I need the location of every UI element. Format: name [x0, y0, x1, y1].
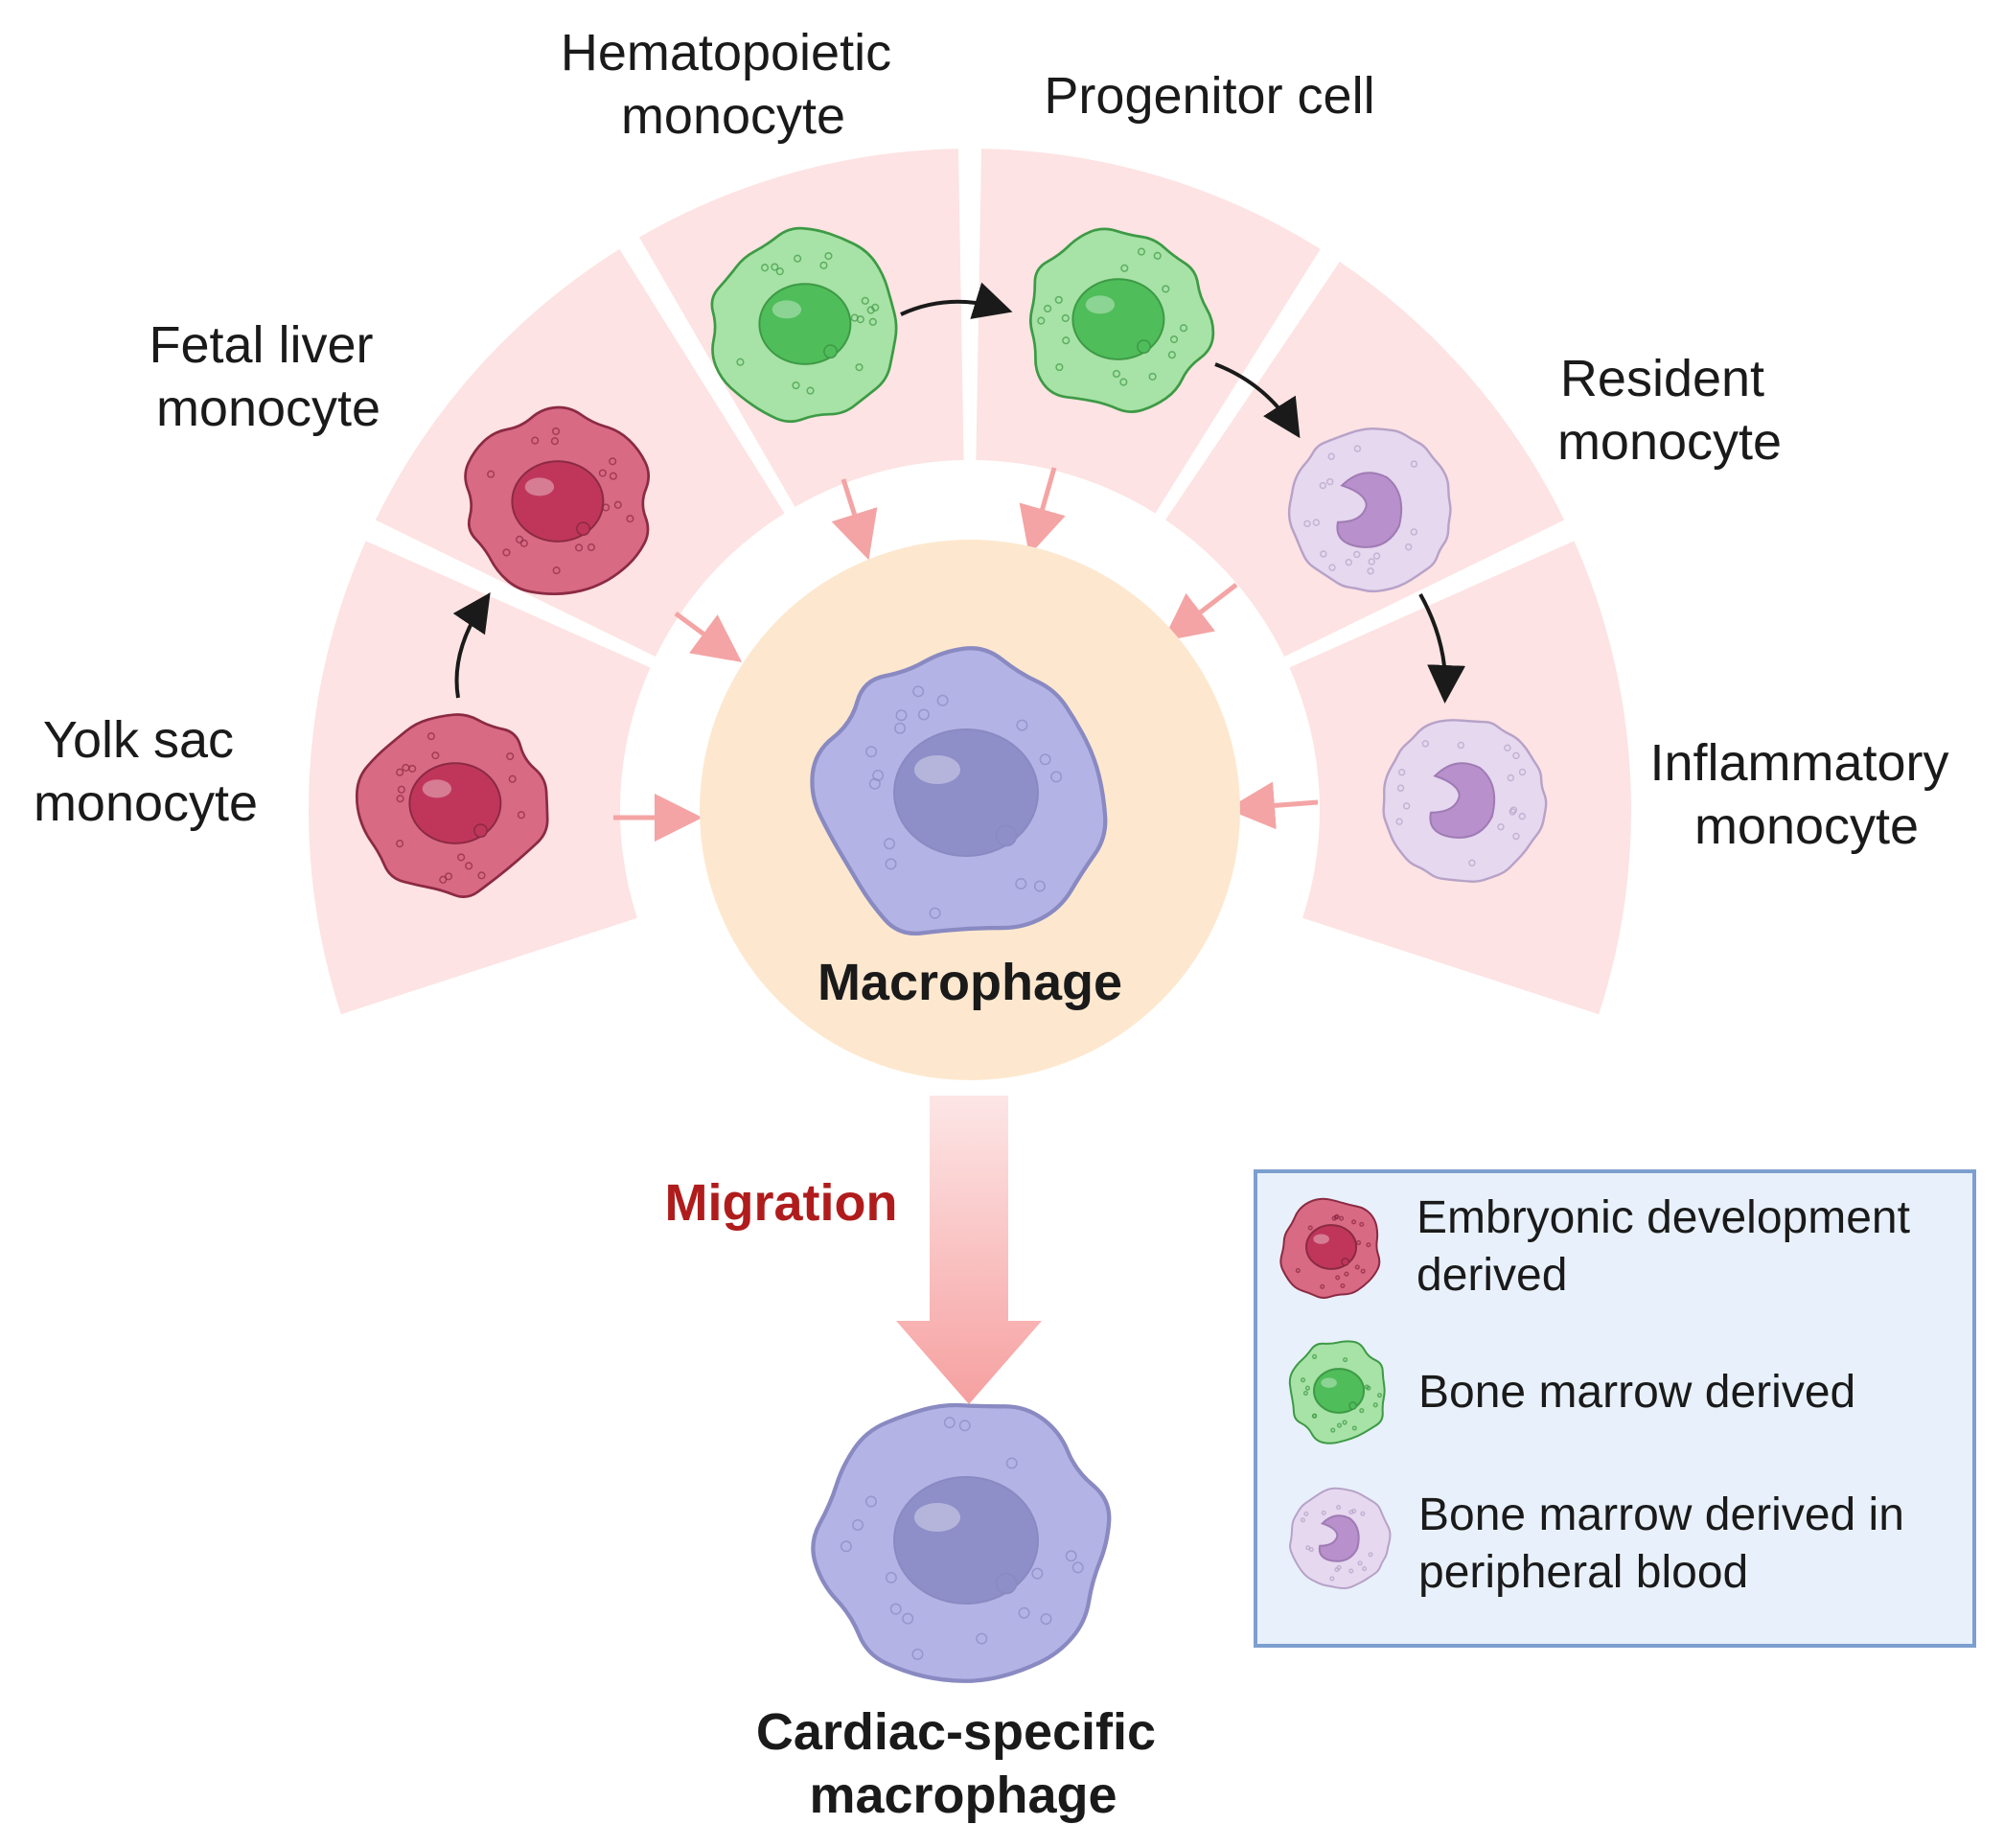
labels: Yolk sac monocyte Fetal liver monocyte H…: [34, 24, 1963, 1824]
label-migration: Migration: [665, 1174, 898, 1232]
peripheral-blood-cell-icon: [1289, 1487, 1392, 1589]
label-yolk-sac-line2: monocyte: [34, 774, 258, 832]
arrow-progenitor-to-resident: [1214, 362, 1301, 439]
label-fetal-liver-line1: Fetal liver: [149, 316, 373, 374]
label-inflammatory-line2: monocyte: [1694, 797, 1919, 855]
progenitor-cell: [1028, 227, 1215, 413]
label-fetal-liver: Fetal liver monocyte: [149, 316, 387, 437]
macrophage-cell: [810, 646, 1108, 936]
arrow-resident-to-inflammatory: [1418, 593, 1466, 704]
legend-label-bone-marrow: Bone marrow derived: [1418, 1367, 1855, 1418]
cells: [355, 226, 1548, 1683]
legend-label-peripheral-line2: peripheral blood: [1418, 1547, 1748, 1598]
legend-label-peripheral: Bone marrow derived in peripheral blood: [1418, 1490, 1917, 1598]
label-resident-line2: monocyte: [1557, 413, 1782, 471]
yolk-sac-cell: [355, 713, 549, 898]
fetal-liver-cell: [464, 405, 651, 595]
legend-label-peripheral-line1: Bone marrow derived in: [1418, 1490, 1904, 1540]
label-yolk-sac: Yolk sac monocyte: [34, 711, 258, 832]
resident-cell: [1287, 427, 1452, 593]
label-macrophage: Macrophage: [818, 954, 1122, 1011]
label-inflammatory-line1: Inflammatory: [1649, 734, 1948, 792]
label-inflammatory: Inflammatory monocyte: [1649, 734, 1963, 855]
legend-icons: [1279, 1197, 1392, 1589]
arrow-progenitor-to-macrophage: [1019, 467, 1066, 556]
sequence-arrows: [452, 282, 1466, 704]
label-cardiac-line2: macrophage: [809, 1767, 1117, 1824]
arrow-hematopoietic-to-macrophage: [831, 478, 878, 561]
arrow-resident-to-macrophage: [1163, 583, 1238, 642]
label-hematopoietic: Hematopoietic monocyte: [561, 24, 906, 145]
label-hematopoietic-line2: monocyte: [621, 87, 845, 145]
label-cardiac-line1: Cardiac-specific: [756, 1703, 1156, 1761]
label-resident: Resident monocyte: [1557, 350, 1782, 471]
label-cardiac: Cardiac-specific macrophage: [756, 1703, 1170, 1824]
legend-label-embryonic-line2: derived: [1417, 1250, 1567, 1301]
bone-marrow-cell-icon: [1288, 1340, 1386, 1444]
label-progenitor: Progenitor cell: [1044, 67, 1374, 125]
legend-label-embryonic-line1: Embryonic development: [1417, 1192, 1910, 1243]
input-arrows: [613, 467, 1319, 842]
arrow-inflammatory-to-macrophage: [1227, 781, 1319, 830]
label-hematopoietic-line1: Hematopoietic: [561, 24, 891, 81]
legend-label-embryonic: Embryonic development derived: [1417, 1192, 1923, 1301]
label-resident-line1: Resident: [1560, 350, 1764, 407]
embryonic-cell-icon: [1279, 1197, 1381, 1300]
migration-arrow: [896, 1096, 1042, 1404]
label-fetal-liver-line2: monocyte: [156, 380, 380, 437]
hematopoietic-cell: [710, 226, 898, 424]
arrow-fetal-to-macrophage: [674, 611, 743, 662]
arrow-yolk-to-fetal: [452, 592, 491, 699]
arrow-hematopoietic-to-progenitor: [900, 282, 1013, 319]
inflammatory-cell: [1382, 719, 1548, 883]
label-yolk-sac-line1: Yolk sac: [43, 711, 234, 769]
cardiac-macrophage-cell: [811, 1402, 1112, 1683]
legend-labels: Embryonic development derived Bone marro…: [1417, 1192, 1923, 1598]
